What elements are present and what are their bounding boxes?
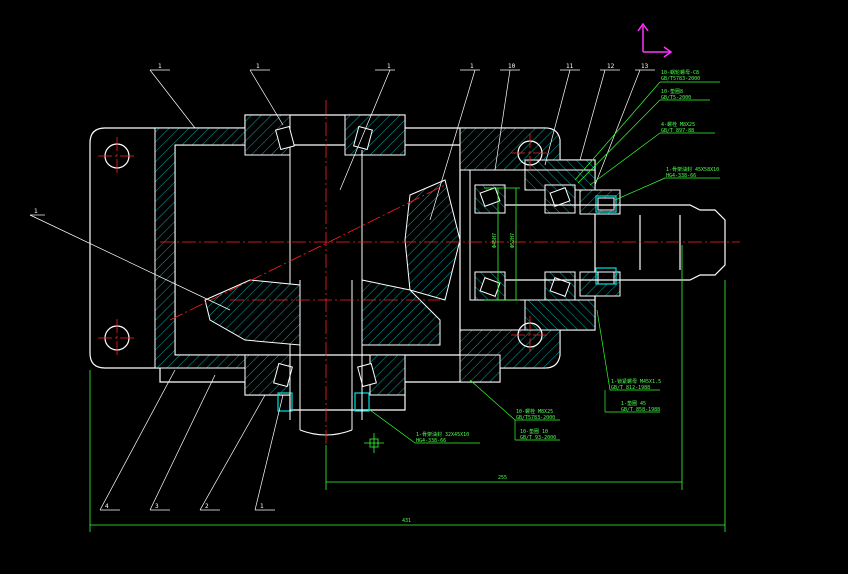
callout-line: GB/T 93-2000	[520, 435, 556, 441]
part-label: 4	[105, 503, 109, 510]
part-label: 10	[508, 63, 516, 70]
part-label: 1	[256, 63, 260, 70]
callout-line: 10-蜗轮螺母-C8	[661, 69, 699, 76]
part-label: 1	[387, 63, 391, 70]
callout-line: GB/T5-2000	[661, 95, 691, 101]
callout-line: GB/T5783-2000	[516, 415, 555, 421]
part-label: 12	[607, 63, 615, 70]
callout-line: 4-螺栓 M8X25	[661, 121, 695, 128]
bevel-gear-pinion	[204, 179, 461, 346]
part-label: 3	[155, 503, 159, 510]
callout-leaders	[369, 81, 720, 444]
part-label: 2	[205, 503, 209, 510]
dimension-shaft-span: 255	[498, 475, 507, 481]
callout-line: 1-垫圈 45	[621, 400, 646, 407]
callout-line: 1-骨架油封 32X45X10	[416, 431, 469, 438]
callout-line: GB/T 858-1988	[621, 407, 660, 413]
ucs-icon	[637, 22, 673, 58]
centerlines	[98, 100, 740, 445]
callout-line: GB/T 897-88	[661, 128, 694, 134]
leader-lines	[29, 69, 655, 511]
housing-section-hatching	[154, 114, 596, 396]
callout-texts: 10-蜗轮螺母-C8 GB/T5783-2000 10-垫圈8 GB/T5-20…	[416, 69, 719, 444]
part-label: 1	[34, 208, 38, 215]
output-shaft	[505, 204, 726, 281]
callout-line: 1-锁紧螺母 M45X1.5	[611, 378, 661, 385]
callout-line: 10-垫圈8	[661, 88, 683, 95]
callout-line: 1-骨架油封 45X58X10	[666, 166, 719, 173]
dimension-overall-width: 431	[402, 518, 411, 524]
part-labels-top: 1 1 1 1 10 11 12 13 1	[34, 63, 649, 215]
crosshair-cursor-icon	[364, 433, 384, 453]
part-label: 11	[566, 63, 574, 70]
callout-line: GB/T5783-2000	[661, 76, 700, 82]
callout-line: 10-垫圈 10	[520, 428, 548, 435]
part-label: 1	[260, 503, 264, 510]
part-label: 13	[641, 63, 649, 70]
dimension-lines	[89, 187, 726, 532]
part-labels-bottom: 4 3 2 1	[105, 503, 264, 510]
bearing-rollers	[273, 125, 615, 388]
part-label: 1	[470, 63, 474, 70]
callout-line: HG4-338-66	[416, 438, 446, 444]
callout-line: HG4-338-66	[666, 173, 696, 179]
dimension-bore-a: Ф45H7	[492, 233, 498, 248]
part-label: 1	[158, 63, 162, 70]
callout-line: 10-螺栓 M8X25	[516, 408, 553, 415]
dimension-bore-b: Ф52H7	[510, 233, 516, 248]
callout-line: GB/T 812-1988	[611, 385, 650, 391]
